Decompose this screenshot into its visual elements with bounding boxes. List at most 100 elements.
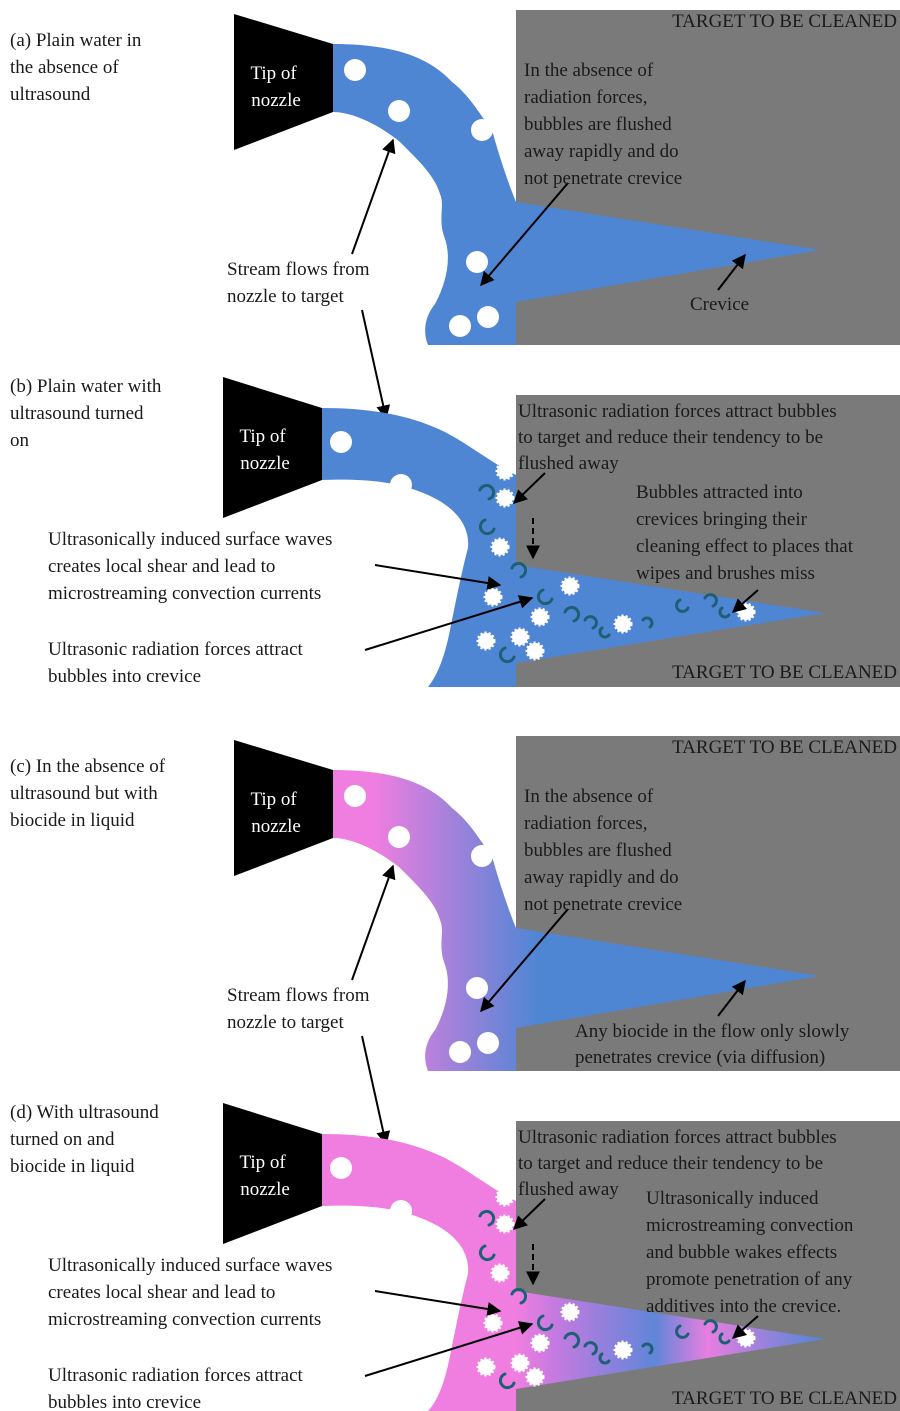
arrow	[480, 908, 569, 1013]
nozzle-label-line: nozzle	[240, 453, 290, 474]
caption-line: (a) Plain water in	[10, 30, 142, 51]
caption-line: the absence of	[10, 57, 119, 78]
bubble	[344, 59, 366, 81]
stream-label: Stream flows from nozzle to target	[227, 259, 374, 307]
arrow	[361, 309, 391, 420]
bubble	[344, 785, 366, 807]
target-label: TARGET TO BE CLEANED	[672, 11, 897, 32]
arrow	[512, 1198, 546, 1230]
target-label: TARGET TO BE CLEANED	[672, 662, 897, 683]
stream-line: nozzle to target	[227, 286, 344, 307]
arrow	[351, 138, 396, 255]
bubble-group	[344, 785, 499, 1063]
caption-line: biocide in liquid	[10, 810, 135, 831]
panel-c: (c) In the absence of ultrasound but wit…	[10, 736, 900, 1146]
label-line: bubbles into crevice	[48, 666, 201, 687]
vortex-group	[478, 483, 731, 664]
label-line: Ultrasonically induced surface waves	[48, 529, 332, 550]
nozzle-label-line: Tip of	[239, 1152, 286, 1173]
microstream-vortex	[675, 1324, 690, 1339]
caption-line: turned on and	[10, 1129, 115, 1150]
arrow	[364, 595, 534, 651]
bubble	[449, 1041, 471, 1063]
panel-b: (b) Plain water with ultrasound turned o…	[10, 376, 900, 687]
oscillating-bubble	[476, 1357, 496, 1377]
microstream-vortex	[478, 518, 496, 536]
note-line: bubbles are flushed	[524, 840, 672, 861]
panel-caption: (b) Plain water with ultrasound turned o…	[10, 376, 166, 451]
oscillating-bubble	[483, 1313, 503, 1333]
note-line: Any biocide in the flow only slowly	[575, 1021, 850, 1042]
nozzle	[234, 14, 333, 150]
label-line: creates local shear and lead to	[48, 556, 275, 577]
oscillating-bubble	[493, 436, 513, 456]
panel-caption: (d) With ultrasound turned on and biocid…	[10, 1102, 164, 1177]
oscillating-bubble	[613, 1340, 633, 1360]
surface-waves-label: Ultrasonically induced surface waves cre…	[48, 1255, 337, 1330]
oscillating-bubbles	[476, 436, 756, 661]
oscillating-bubble	[525, 1367, 545, 1387]
microstream-vortex	[536, 588, 554, 606]
nozzle-label-line: Tip of	[250, 789, 297, 810]
liquid-stream	[322, 408, 825, 687]
annotation-arrows	[364, 1198, 759, 1377]
arrow	[731, 1315, 759, 1339]
microstream-vortex	[498, 1372, 516, 1390]
crevice-flow	[516, 1291, 825, 1389]
bubble	[388, 826, 410, 848]
arrow	[374, 1290, 502, 1316]
caption-line: biocide in liquid	[10, 1156, 135, 1177]
note-line: Bubbles attracted into	[636, 482, 803, 503]
oscillating-bubble	[510, 1353, 530, 1373]
oscillating-bubble	[495, 488, 515, 508]
bubble	[390, 474, 412, 496]
caption-line: on	[10, 430, 30, 451]
oscillating-bubble	[483, 587, 503, 607]
label-line: Ultrasonic radiation forces attract	[48, 1365, 304, 1386]
nozzle-label-line: nozzle	[251, 816, 301, 837]
radiation-force-note: Ultrasonic radiation forces attract bubb…	[518, 401, 841, 474]
surface-waves-label: Ultrasonically induced surface waves cre…	[48, 529, 337, 604]
nozzle-label-line: nozzle	[240, 1179, 290, 1200]
caption-line: (c) In the absence of	[10, 756, 166, 777]
microstream-vortex	[583, 615, 598, 630]
vortex-group	[478, 1209, 731, 1390]
oscillating-bubble	[510, 627, 530, 647]
arrow	[731, 589, 759, 613]
note-line: In the absence of	[524, 60, 654, 81]
oscillating-bubble	[495, 1187, 515, 1207]
caption-line: (d) With ultrasound	[10, 1102, 159, 1123]
microstream-vortex	[598, 626, 611, 639]
microstream-vortex	[536, 1314, 554, 1332]
arrow	[361, 1035, 391, 1146]
oscillating-bubble	[495, 1214, 515, 1234]
microstream-vortex	[478, 1244, 496, 1262]
oscillating-bubble	[613, 614, 633, 634]
microstream-vortex	[563, 1331, 581, 1349]
note-line: flushed away	[518, 1179, 619, 1200]
biocide-note: Any biocide in the flow only slowly pene…	[575, 1021, 854, 1068]
oscillating-bubble	[495, 461, 515, 481]
note-line: additives into the crevice.	[646, 1296, 841, 1317]
caption-line: ultrasound turned	[10, 403, 144, 424]
microstream-vortex	[478, 1209, 496, 1227]
annotation-arrows	[351, 864, 746, 1146]
bubble-group	[330, 431, 412, 496]
stream-line: nozzle to target	[227, 1012, 344, 1033]
bubble-group	[330, 1157, 412, 1222]
note-line: not penetrate crevice	[524, 168, 682, 189]
annotation-arrows	[364, 472, 759, 651]
stream-line: Stream flows from	[227, 259, 370, 280]
note-line: In the absence of	[524, 786, 654, 807]
bubble	[477, 306, 499, 328]
label-line: creates local shear and lead to	[48, 1282, 275, 1303]
microstream-vortex	[703, 1319, 718, 1334]
annotation-arrows	[351, 138, 746, 420]
bubble	[471, 119, 493, 141]
note-line: wipes and brushes miss	[636, 563, 815, 584]
note-line: and bubble wakes effects	[646, 1242, 837, 1263]
radiation-forces-label: Ultrasonic radiation forces attract bubb…	[48, 639, 308, 687]
nozzle-label: Tip of nozzle	[239, 426, 290, 474]
